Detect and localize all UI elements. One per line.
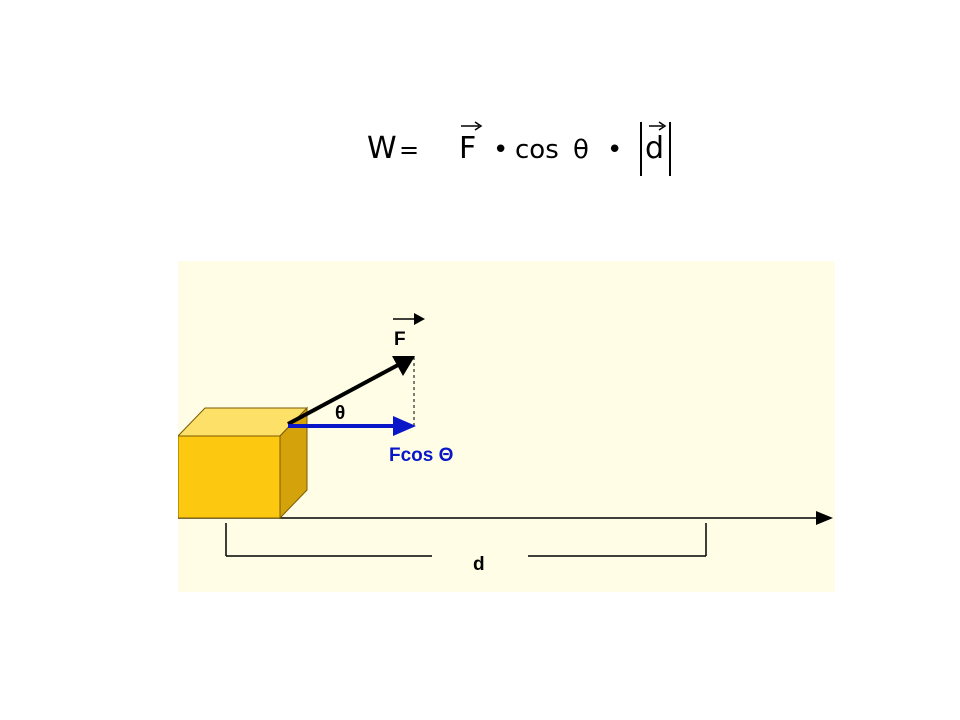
formula-force: F	[459, 131, 476, 166]
component-vector-arrowhead	[393, 416, 416, 436]
force-label: F	[394, 329, 406, 350]
work-diagram: F θ Fcos Θ d	[178, 261, 835, 592]
formula-force-vector-arrow	[461, 121, 483, 131]
formula-cos: cos	[515, 135, 559, 165]
formula-dot-1: •	[493, 135, 508, 165]
ground-arrowhead	[816, 511, 833, 525]
work-formula: W = F • cos θ • d	[367, 121, 671, 176]
formula-equals: =	[399, 136, 419, 164]
formula-theta: θ	[573, 135, 589, 165]
box-front-face	[178, 435, 281, 519]
force-label-arrow	[393, 313, 425, 325]
component-label: Fcos Θ	[389, 445, 453, 466]
formula-displacement-vector-arrow	[649, 121, 667, 131]
force-vector-arrowhead	[392, 356, 415, 376]
formula-displacement: d	[645, 131, 664, 166]
angle-label: θ	[335, 403, 345, 424]
force-vector-line	[287, 363, 399, 426]
formula-dot-2: •	[607, 135, 622, 165]
distance-label: d	[473, 554, 485, 575]
formula-lhs: W	[367, 131, 397, 166]
